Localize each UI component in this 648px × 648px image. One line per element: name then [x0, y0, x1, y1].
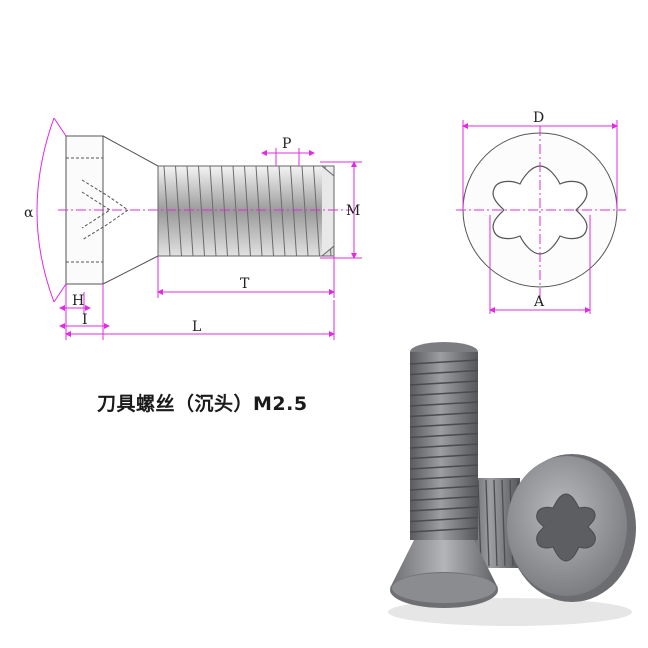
- thread-ridge-line: [409, 506, 479, 512]
- thread-ridge-line: [409, 474, 479, 481]
- overall-length-label: L: [192, 319, 201, 335]
- thread-ridge-line: [409, 401, 479, 407]
- thread-ridge-line: [409, 464, 479, 470]
- thread-crest-line: [175, 165, 182, 257]
- side-view-drawing: α P: [24, 117, 362, 340]
- thread-ridge-line: [409, 359, 479, 365]
- thread-ridge-line: [409, 369, 479, 376]
- thread-length-dimension: [157, 256, 335, 298]
- thread-crest-line: [301, 165, 309, 257]
- thread-ridge-line: [409, 380, 479, 386]
- thread-crest-line: [209, 165, 217, 257]
- head-height-dimension: [59, 284, 91, 340]
- thread-ridge-line: [477, 479, 482, 567]
- head-width-label: I: [82, 312, 88, 328]
- thread-ridge-line: [409, 453, 479, 460]
- head-diameter-label: D: [533, 110, 544, 126]
- thread-ridge-line: [409, 422, 479, 428]
- threaded-shank: [157, 165, 335, 257]
- major-diameter-label: M: [346, 203, 360, 219]
- thread-ridge-line: [485, 479, 490, 567]
- pitch-label: P: [282, 136, 291, 152]
- socket-size-dimension: [489, 215, 591, 314]
- major-diameter-dimension: [320, 161, 362, 259]
- thread-crest-line: [255, 165, 263, 257]
- alpha-label: α: [24, 205, 34, 221]
- thread-ridge-line: [409, 390, 479, 397]
- thread-crest-line: [244, 165, 251, 257]
- thread-ridge-line: [409, 411, 479, 418]
- pitch-dimension: [261, 148, 315, 166]
- overall-length-dimension: [65, 300, 335, 340]
- head-diameter-dimension: [462, 120, 618, 210]
- socket-size-label: A: [533, 294, 545, 310]
- thread-crest-line: [232, 165, 240, 257]
- thread-crest-line: [186, 165, 194, 257]
- thread-ridge-line: [409, 495, 479, 502]
- thread-crest-line: [267, 165, 274, 257]
- front-view-drawing: D A: [456, 110, 626, 314]
- thread-ridge-line: [493, 479, 498, 567]
- thread-crest-line: [163, 165, 171, 257]
- thread-ridge-line: [409, 516, 479, 523]
- thread-crest-line: [313, 165, 320, 257]
- thread-crest-line: [278, 165, 286, 257]
- thread-crest-line: [221, 165, 228, 257]
- thread-crest-line: [290, 165, 297, 257]
- screw-product-render: [388, 342, 636, 626]
- head-width-dimension: [59, 284, 110, 340]
- thread-ridge-line: [409, 527, 479, 533]
- head-height-label: H: [72, 293, 84, 309]
- thread-crest-line: [198, 165, 205, 257]
- thread-ridge-line: [501, 479, 506, 567]
- front-screw-render: [390, 342, 498, 608]
- thread-length-label: T: [240, 276, 250, 292]
- thread-ridge-line: [409, 443, 479, 449]
- thread-ridge-line: [409, 485, 479, 491]
- product-title: 刀具螺丝（沉头）M2.5: [97, 393, 308, 415]
- thread-ridge-line: [409, 432, 479, 439]
- alpha-angle-arc: [36, 117, 55, 303]
